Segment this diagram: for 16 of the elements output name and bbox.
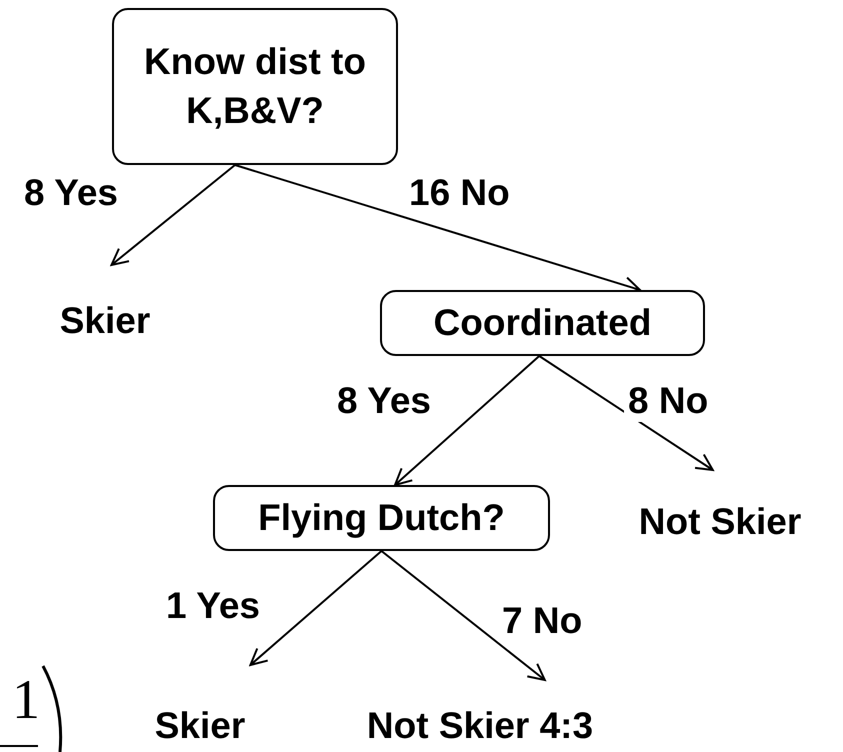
leaf-label: Skier <box>58 298 152 343</box>
leaf-label: Not Skier 4:3 <box>366 704 594 748</box>
decision-box <box>213 485 550 551</box>
leaf-label: Not Skier <box>638 500 802 544</box>
arrow <box>380 550 546 681</box>
arrow <box>538 355 714 471</box>
question-text: Coordinated <box>432 300 652 345</box>
arrow <box>110 164 236 266</box>
numerator: 1 <box>12 672 40 728</box>
arrow <box>394 355 540 486</box>
decision-box <box>112 8 398 165</box>
arrow <box>249 550 382 666</box>
question-text: Flying Dutch? <box>257 496 506 540</box>
leaf-label: Skier <box>154 704 246 748</box>
decision-box <box>380 290 705 356</box>
question-text: Know dist to K,B&V? <box>143 40 367 132</box>
